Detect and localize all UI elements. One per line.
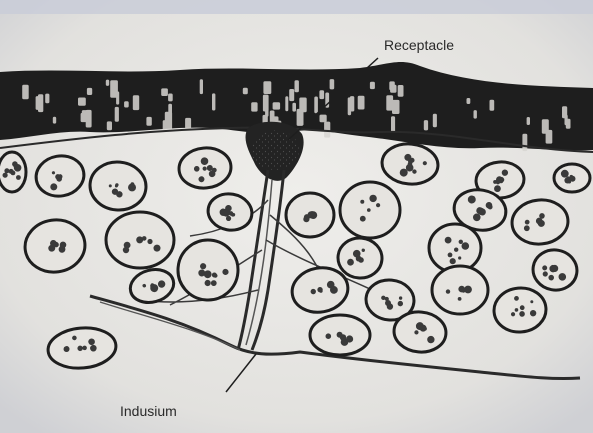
- leaf-cell: [299, 98, 306, 113]
- leaf-cell: [320, 115, 327, 123]
- leaf-cell: [185, 118, 191, 129]
- leaf-cell: [542, 119, 549, 134]
- leaf-cell: [391, 116, 395, 132]
- leaf-cell: [289, 89, 294, 101]
- sporangium: [0, 152, 26, 192]
- leaf-cell: [392, 100, 400, 114]
- leaf-cell: [398, 85, 404, 97]
- leaf-cell: [22, 85, 29, 99]
- leaf-cell: [243, 88, 248, 94]
- leaf-cell: [107, 121, 112, 130]
- leaf-cell: [424, 120, 428, 130]
- leaf-cell: [106, 80, 109, 86]
- leaf-cell: [348, 97, 351, 115]
- leaf-cell: [116, 91, 119, 104]
- sporangium: [106, 212, 174, 268]
- leaf-cell: [78, 98, 86, 106]
- leaf-cell: [292, 103, 296, 112]
- leaf-cell: [168, 104, 172, 119]
- leaf-cell: [53, 117, 56, 124]
- sporangium: [429, 224, 481, 272]
- leaf-cell: [168, 94, 173, 102]
- leaf-cell: [45, 94, 49, 104]
- leaf-cell: [295, 80, 299, 92]
- leaf-cell: [146, 117, 151, 126]
- leaf-cell: [314, 97, 318, 114]
- leaf-cell: [474, 110, 477, 119]
- leaf-cell: [212, 93, 215, 110]
- leaf-cell: [490, 100, 495, 111]
- leaf-cell: [124, 101, 129, 107]
- leaf-cell: [251, 102, 257, 111]
- sporangium: [310, 315, 370, 355]
- sporangium: [286, 193, 334, 237]
- leaf-cell: [285, 96, 288, 111]
- sporangium: [554, 164, 590, 192]
- leaf-cell: [115, 107, 119, 122]
- leaf-cell: [319, 90, 324, 99]
- indusium-label: Indusium: [120, 403, 177, 419]
- leaf-cell: [386, 95, 393, 110]
- leaf-cell: [163, 120, 166, 130]
- receptacle-label: Receptacle: [384, 37, 454, 53]
- leaf-cell: [522, 134, 527, 151]
- leaf-cell: [330, 79, 335, 89]
- leaf-cell: [370, 82, 375, 89]
- leaf-cell: [527, 117, 530, 125]
- leaf-cell: [273, 102, 281, 109]
- leaf-cell: [87, 88, 92, 95]
- leaf-cell: [161, 88, 168, 96]
- leaf-cell: [467, 98, 471, 104]
- leaf-cell: [566, 119, 571, 129]
- leaf-cell: [263, 95, 269, 112]
- top-band: [0, 0, 593, 14]
- leaf-cell: [200, 79, 203, 94]
- sporangium: [340, 182, 400, 238]
- leaf-cell: [38, 94, 43, 112]
- leaf-cell: [133, 95, 139, 110]
- leaf-cell: [433, 114, 437, 128]
- leaf-cell: [263, 81, 271, 94]
- leaf-cell: [324, 122, 330, 138]
- leaf-cell: [86, 110, 92, 128]
- leaf-cell: [358, 96, 365, 110]
- sporangium: [432, 266, 488, 314]
- leaf-cell: [390, 85, 396, 93]
